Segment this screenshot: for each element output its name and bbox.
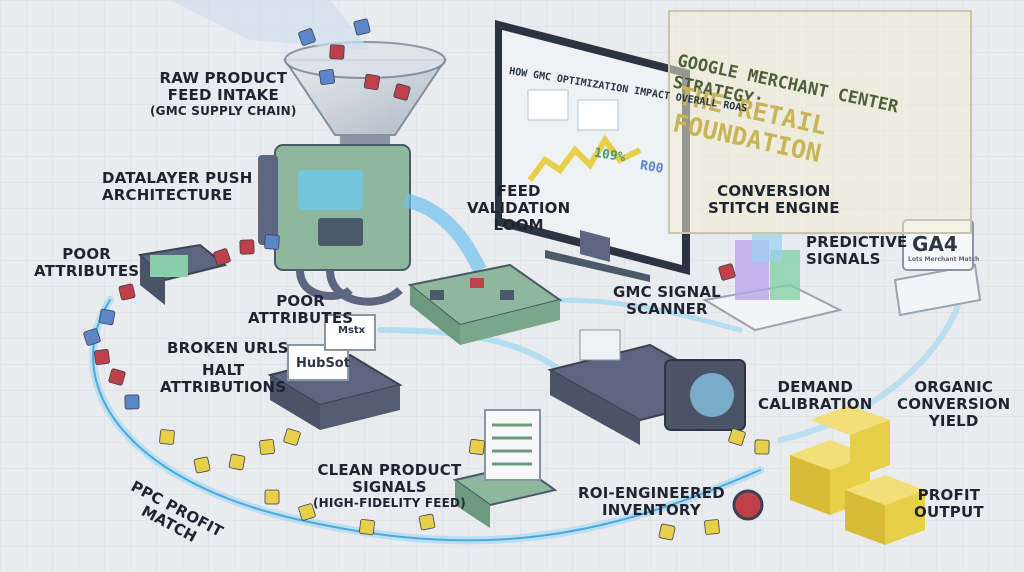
product-cube xyxy=(259,439,275,455)
label-roi-inventory: ROI-ENGINEERED INVENTORY xyxy=(578,484,725,519)
product-cube xyxy=(469,439,485,455)
product-cube xyxy=(264,234,280,250)
product-cube xyxy=(728,428,746,446)
dashboard-monitor xyxy=(495,20,690,282)
label-poor-attributes-1: POOR ATTRIBUTES xyxy=(34,245,140,280)
product-cube xyxy=(359,519,375,535)
conversion-stitch-engine xyxy=(702,232,843,332)
product-cube xyxy=(94,349,110,365)
label-raw-feed: RAW PRODUCT FEED INTAKE (GMC SUPPLY CHAI… xyxy=(150,70,297,119)
label-feed-loom: FEED VALIDATION LOOM xyxy=(467,182,571,234)
product-cube xyxy=(754,439,770,455)
product-cube xyxy=(193,456,211,474)
product-cubes xyxy=(83,18,770,541)
product-cube xyxy=(108,368,126,386)
product-cube xyxy=(658,523,676,541)
product-cube xyxy=(228,453,246,471)
ga4-sub-tag: Lots Merchant Match xyxy=(908,256,980,263)
label-datalayer: DATALAYER PUSH ARCHITECTURE xyxy=(102,169,253,204)
product-cube xyxy=(283,428,301,446)
label-conversion-stitch: CONVERSION STITCH ENGINE xyxy=(708,182,840,217)
label-raw-feed-title: RAW PRODUCT FEED INTAKE xyxy=(159,69,288,104)
product-cube xyxy=(704,519,720,535)
label-poor-attributes-2: POOR ATTRIBUTES xyxy=(248,292,354,327)
product-cube xyxy=(329,44,345,60)
product-cube xyxy=(124,394,140,410)
label-clean-signals-title: CLEAN PRODUCT SIGNALS xyxy=(317,461,462,496)
poor-attributes-device xyxy=(137,243,228,305)
product-cube xyxy=(363,73,381,91)
label-profit-output: PROFIT OUTPUT xyxy=(914,486,984,521)
product-cube xyxy=(298,503,316,521)
product-cube xyxy=(393,83,411,101)
product-cube xyxy=(239,239,255,255)
product-cube xyxy=(298,28,316,46)
product-cube xyxy=(98,308,116,326)
product-cube xyxy=(318,68,336,86)
label-clean-signals-sub: (HIGH-FIDELITY FEED) xyxy=(313,496,466,510)
clean-signals-device xyxy=(452,409,558,528)
product-cube xyxy=(718,263,736,281)
hubspot-tag: HubSot xyxy=(296,356,350,371)
label-predictive: PREDICTIVE SIGNALS xyxy=(806,233,908,268)
label-clean-signals: CLEAN PRODUCT SIGNALS (HIGH-FIDELITY FEE… xyxy=(313,462,466,511)
gmc-signal-scanner xyxy=(547,329,746,445)
product-cube xyxy=(83,328,101,346)
product-cube xyxy=(159,429,175,445)
title-banner: Google Merchant Center Strategy: The Ret… xyxy=(668,10,972,234)
label-gmc-scanner: GMC SIGNAL SCANNER xyxy=(613,283,721,318)
label-broken-urls: BROKEN URLs xyxy=(167,339,289,357)
central-feed-machine xyxy=(258,144,487,306)
validation-loom xyxy=(407,263,563,345)
label-organic: ORGANIC CONVERSION YIELD xyxy=(897,378,1011,430)
crm-device xyxy=(267,314,403,430)
label-demand: DEMAND CALIBRATION xyxy=(758,378,873,413)
profit-cube-stack xyxy=(732,405,925,545)
product-cube xyxy=(213,248,231,266)
product-cube xyxy=(418,513,436,531)
label-halt-attributions: HALT ATTRIBUTIONS xyxy=(160,361,287,396)
product-cube xyxy=(264,489,280,505)
product-cube xyxy=(118,283,136,301)
label-raw-feed-sub: (GMC SUPPLY CHAIN) xyxy=(150,104,297,118)
crm-card-tag: Mstx xyxy=(338,325,366,336)
product-cube xyxy=(353,18,371,36)
ga4-tag: GA4 xyxy=(912,232,958,256)
